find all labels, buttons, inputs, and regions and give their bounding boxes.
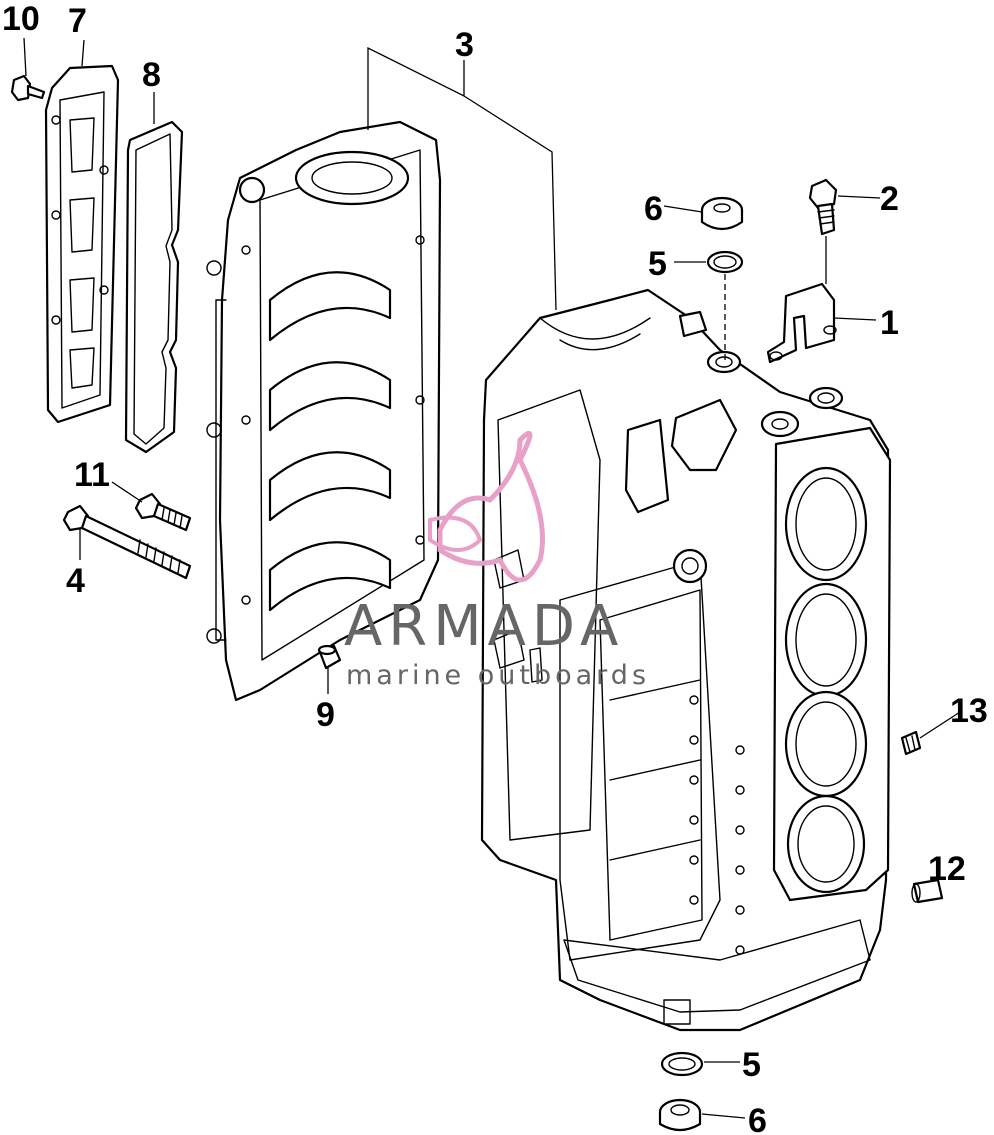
part-8-gasket	[124, 120, 184, 454]
part-6-plug-top	[700, 196, 744, 231]
part-2-bolt	[808, 178, 838, 236]
callout-13: 13	[950, 692, 988, 730]
part-3-cylinder-head	[206, 120, 442, 702]
callout-1: 1	[880, 304, 899, 342]
watermark-brand: ARMADA	[344, 594, 624, 659]
part-13-pin	[900, 730, 922, 756]
part-7-cylinder-head-cover	[44, 64, 120, 424]
cylinder-block	[480, 288, 892, 1032]
callout-8: 8	[142, 56, 161, 94]
part-12-dowel	[911, 878, 944, 904]
leader-lines	[23, 37, 961, 1119]
callout-11: 11	[74, 456, 110, 494]
part-1-bracket	[766, 282, 837, 364]
part-5-oring-bottom	[660, 1051, 704, 1077]
watermark-tagline: marine outboards	[346, 660, 650, 691]
callout-5-bottom: 5	[742, 1046, 761, 1084]
part-6-plug-bottom	[658, 1098, 702, 1132]
watermark-logo	[428, 430, 545, 583]
callout-6-top: 6	[644, 190, 663, 228]
part-9-dowel-pin	[317, 644, 342, 670]
watermark: ARMADA marine outboards	[344, 430, 650, 691]
part-10-bolt	[10, 74, 46, 102]
part-5-oring-top	[706, 250, 744, 274]
part-11-bolt	[134, 492, 192, 532]
callout-4: 4	[66, 562, 85, 600]
callout-9: 9	[316, 696, 335, 734]
callout-3: 3	[455, 26, 474, 64]
callout-6-bottom: 6	[748, 1102, 767, 1135]
part-4-long-bolt	[62, 504, 192, 580]
callout-12: 12	[928, 850, 966, 888]
callout-7: 7	[68, 2, 87, 40]
callout-2: 2	[880, 180, 899, 218]
callout-10: 10	[2, 0, 40, 38]
callout-5-top: 5	[648, 245, 667, 283]
